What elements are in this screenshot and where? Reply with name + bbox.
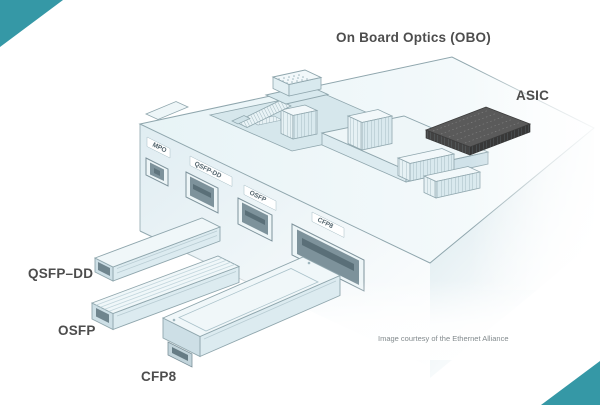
obo-label: On Board Optics (OBO) [336, 30, 491, 45]
module-qsfp-dd-plug-slot [98, 262, 110, 276]
port-cfp8 [291, 223, 365, 292]
module-cfp8-top [161, 256, 342, 337]
module-osfp-heatsink-ridges [96, 257, 235, 312]
obo-module [231, 69, 330, 128]
asic-label: ASIC [516, 88, 549, 103]
module-qsfp-dd-label: QSFP–DD [28, 266, 93, 281]
corner-accent-top-left [0, 0, 63, 47]
connector-block-d [422, 166, 482, 199]
port-osfp [237, 197, 273, 242]
connector-block-b [346, 109, 394, 151]
module-cfp8-label: CFP8 [141, 369, 177, 384]
asic-chip [424, 106, 532, 156]
module-qsfp-dd [93, 217, 222, 282]
asic-top [424, 106, 532, 148]
port-mpo [145, 157, 169, 187]
module-qsfp-dd-top [93, 217, 222, 268]
module-cfp8-top-inset [178, 268, 319, 332]
obo-chip-top [271, 69, 323, 85]
module-cfp8 [161, 256, 342, 368]
module-cfp8-connector-slot [172, 347, 188, 361]
fade-overlay-right [470, 30, 600, 290]
faceplate-ports: MPO QSFP-DD OSFP CFP8 [145, 136, 365, 292]
module-osfp-plug-slot [96, 308, 109, 323]
module-osfp-label: OSFP [58, 323, 96, 338]
obo-board-connector [231, 115, 251, 125]
corner-accent-bottom-right [541, 361, 600, 405]
port-qsfp-dd [185, 171, 219, 214]
connector-block-a [279, 104, 319, 140]
module-osfp [90, 255, 241, 331]
credit-text: Image courtesy of the Ethernet Alliance [378, 334, 509, 343]
obo-ball-grid [278, 74, 308, 84]
chassis-step-flange [145, 101, 189, 120]
diagram-labels: On Board Optics (OBO) ASIC QSFP–DD OSFP … [28, 30, 549, 384]
module-osfp-top [90, 255, 241, 314]
